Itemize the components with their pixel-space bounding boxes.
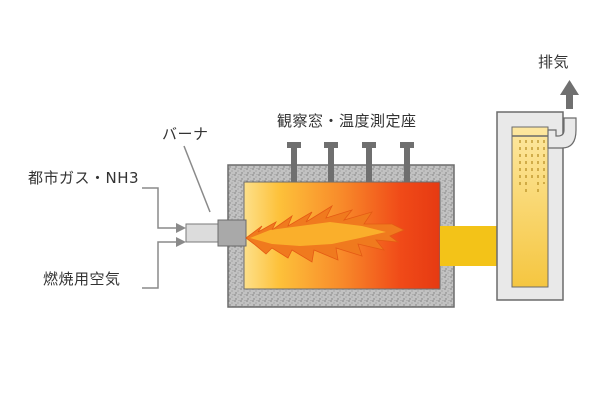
exhaust-elbow — [547, 117, 577, 149]
combustion-air-label: 燃焼用空気 — [43, 270, 121, 288]
burner-label: バーナ — [162, 125, 209, 143]
port-4 — [400, 142, 414, 182]
exhaust-label: 排気 — [538, 53, 570, 71]
port-2 — [324, 142, 338, 182]
fuel-arrowhead — [176, 223, 186, 233]
observation-ports-label: 観察窓・温度測定座 — [277, 112, 417, 130]
flame-core — [250, 222, 386, 246]
stack-droplets — [519, 140, 545, 196]
flue-duct — [440, 226, 500, 266]
burner-body — [185, 223, 221, 243]
observation-ports — [287, 142, 414, 182]
burner-tip — [217, 219, 247, 247]
fuel-leader-line — [142, 187, 184, 229]
port-1 — [287, 142, 301, 182]
fuel-gas-label: 都市ガス・NH3 — [28, 169, 140, 187]
port-3 — [362, 142, 376, 182]
stack-inner — [511, 126, 549, 288]
air-leader-line — [142, 241, 184, 289]
air-arrowhead — [176, 237, 186, 247]
burner-leader-line — [183, 145, 211, 213]
exhaust-arrow-icon — [560, 80, 579, 109]
